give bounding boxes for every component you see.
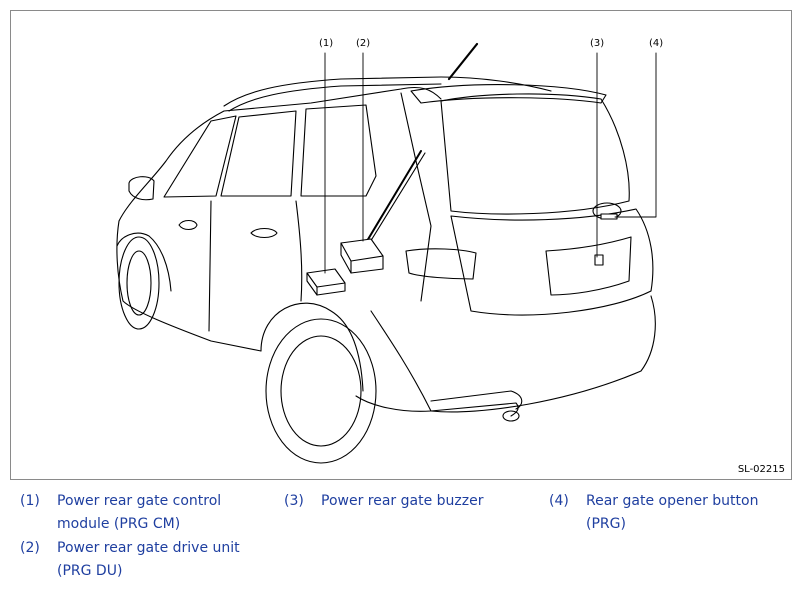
legend-item-text: Power rear gate buzzer (321, 490, 483, 513)
rear-window (440, 93, 630, 215)
component-4-button (600, 213, 618, 220)
callout-3: (3) (590, 38, 605, 49)
component-2-box (340, 238, 384, 262)
callout-4: (4) (649, 38, 664, 49)
diagram-frame: (1) (2) (3) (4) SL-02215 (10, 10, 792, 480)
rear-bumper (370, 295, 656, 413)
legend: (1) Power rear gate control module (PRG … (0, 490, 803, 589)
callout-1: (1) (319, 38, 334, 49)
legend-item-line: Power rear gate drive unit (57, 540, 240, 556)
quarter-window (300, 104, 377, 197)
license-plate-recess (545, 236, 632, 296)
liftgate (450, 208, 654, 316)
legend-item-line: Rear gate opener button (586, 493, 759, 509)
callout-2: (2) (356, 38, 371, 49)
legend-item-line: (PRG DU) (57, 563, 123, 579)
roof-rail (223, 76, 552, 107)
vehicle-illustration (116, 42, 657, 464)
component-3-buzzer (594, 254, 604, 266)
lower-side (116, 220, 262, 352)
rear-door-window (220, 110, 297, 197)
rear-wheel-arch (260, 302, 364, 392)
legend-item-line: Power rear gate control (57, 493, 222, 509)
legend-item-number: (4) (549, 493, 569, 509)
roof-line (118, 86, 442, 222)
legend-item-text: Rear gate opener button (PRG) (586, 490, 758, 536)
rear-spoiler (410, 84, 607, 104)
front-wheel (118, 236, 160, 330)
side-mirror (128, 176, 155, 201)
exhaust (502, 410, 520, 422)
tail-lamp (405, 248, 477, 280)
legend-item-text: Power rear gate drive unit (PRG DU) (57, 537, 240, 583)
legend-item-number: (2) (20, 540, 40, 556)
rear-wheel (265, 318, 377, 464)
legend-item-line: module (PRG CM) (57, 516, 181, 532)
figure-id-label: SL-02215 (737, 464, 785, 475)
antenna (447, 42, 479, 81)
legend-item-text: Power rear gate control module (PRG CM) (57, 490, 221, 536)
d-pillar (400, 92, 432, 302)
legend-item-line: (PRG) (586, 516, 626, 532)
leader-line-4 (614, 52, 657, 218)
legend-item-number: (3) (284, 493, 304, 509)
component-1-box (306, 268, 346, 288)
front-window (163, 115, 237, 198)
legend-item-number: (1) (20, 493, 40, 509)
legend-item-line: Power rear gate buzzer (321, 493, 484, 509)
drive-unit-strut (360, 150, 422, 252)
